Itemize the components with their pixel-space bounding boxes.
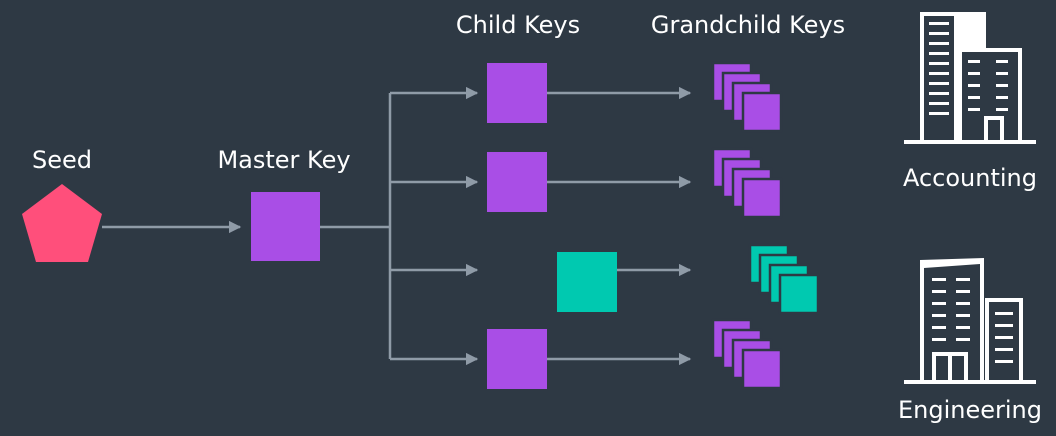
grandchild-stacked-keys-icon-3: [748, 243, 820, 315]
child-key-icon-2: [487, 152, 547, 212]
master-key-label: Master Key: [217, 146, 350, 174]
master-key-icon: [251, 192, 320, 261]
child-key-icon-4: [487, 329, 547, 389]
grandchild-stacked-keys-icon-1: [711, 61, 783, 133]
child-key-icon-3: [557, 252, 617, 312]
engineering-building-icon: [904, 258, 1036, 384]
accounting-building-icon: [904, 12, 1036, 144]
seed-pentagon-icon: [22, 184, 102, 262]
grandchild-stacked-keys-icon-4: [711, 318, 783, 390]
child-key-icon-1: [487, 63, 547, 123]
engineering-label: Engineering: [898, 396, 1042, 424]
grandchild-keys-label: Grandchild Keys: [651, 11, 845, 39]
grandchild-stacked-keys-icon-2: [711, 147, 783, 219]
seed-label: Seed: [32, 146, 92, 174]
accounting-label: Accounting: [903, 164, 1037, 192]
child-keys-label: Child Keys: [456, 11, 580, 39]
